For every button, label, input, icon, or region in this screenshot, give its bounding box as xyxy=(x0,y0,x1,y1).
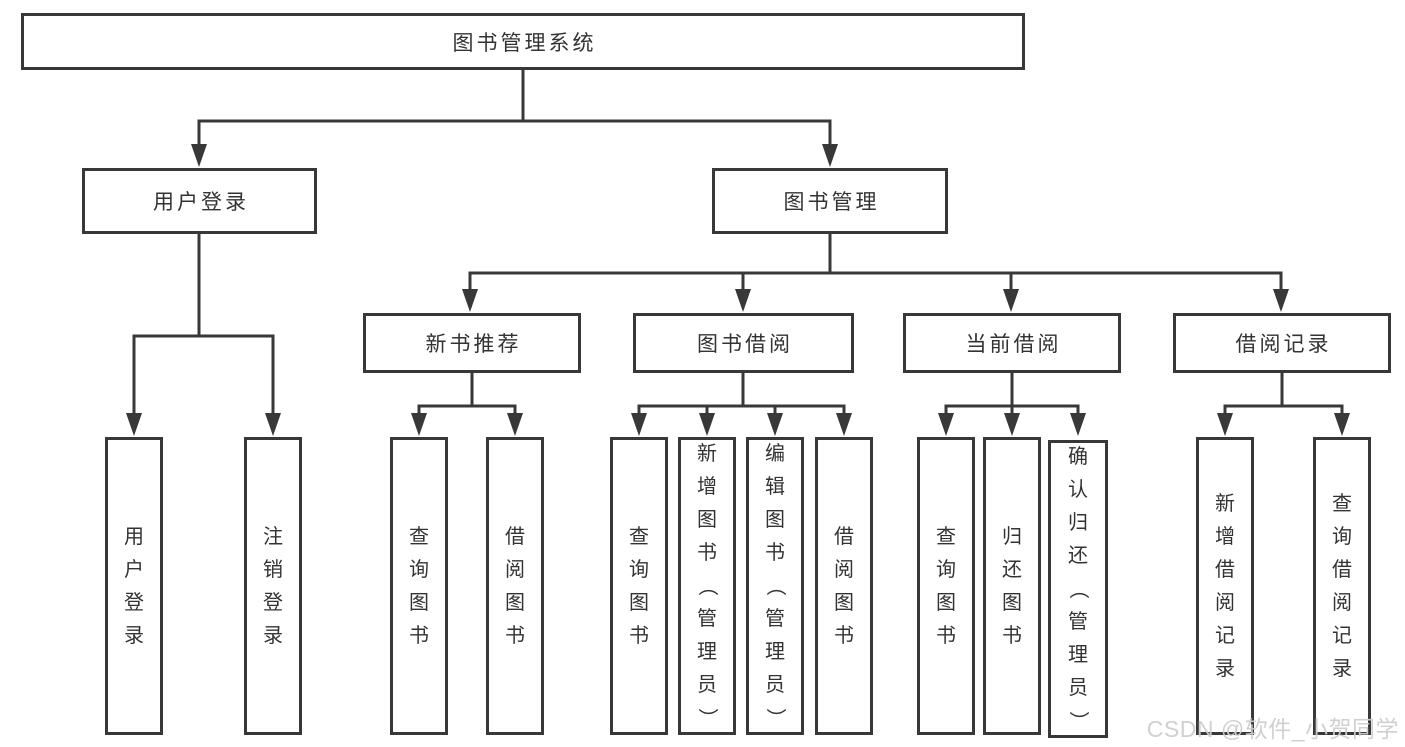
leaf-borrowing-edit-books-admin: 编辑图书（管理员） xyxy=(746,437,804,735)
connector-current-to-leaves xyxy=(944,373,1080,419)
node-borrowing-records: 借阅记录 xyxy=(1173,313,1391,373)
leaf-records-query-record: 查询借阅记录 xyxy=(1313,437,1371,735)
node-user-login: 用户登录 xyxy=(82,168,317,234)
connector-recommend-to-leaves xyxy=(417,373,517,419)
leaf-current-query-books: 查询图书 xyxy=(917,437,975,735)
arrowheads xyxy=(126,144,1350,436)
leaf-records-add-record: 新增借阅记录 xyxy=(1196,437,1254,735)
leaf-current-confirm-return-admin: 确认归还（管理员） xyxy=(1048,440,1108,738)
node-library-system: 图书管理系统 xyxy=(21,13,1025,70)
csdn-watermark: CSDN @软件_小贺同学 xyxy=(1146,716,1399,742)
leaf-borrowing-borrow-books: 借阅图书 xyxy=(815,437,873,735)
leaf-borrowing-query-books: 查询图书 xyxy=(610,437,668,735)
leaf-recommend-query-books: 查询图书 xyxy=(390,437,448,735)
leaf-borrowing-add-books-admin: 新增图书（管理员） xyxy=(678,437,736,735)
node-current-borrowing: 当前借阅 xyxy=(903,313,1121,373)
connector-borrowing-to-leaves xyxy=(637,373,846,419)
node-book-management: 图书管理 xyxy=(712,168,948,234)
leaf-user-login: 用户登录 xyxy=(105,437,163,735)
connector-root-to-level2 xyxy=(197,70,832,150)
connector-bookmgmt-to-level3 xyxy=(468,234,1283,294)
leaf-current-return-books: 归还图书 xyxy=(983,437,1041,735)
node-book-borrowing: 图书借阅 xyxy=(633,313,854,373)
node-new-book-recommend: 新书推荐 xyxy=(363,313,581,373)
leaf-recommend-borrow-books: 借阅图书 xyxy=(486,437,544,735)
connector-userlogin-to-leaves xyxy=(132,234,275,419)
connector-records-to-leaves xyxy=(1223,373,1344,419)
leaf-logout: 注销登录 xyxy=(244,437,302,735)
